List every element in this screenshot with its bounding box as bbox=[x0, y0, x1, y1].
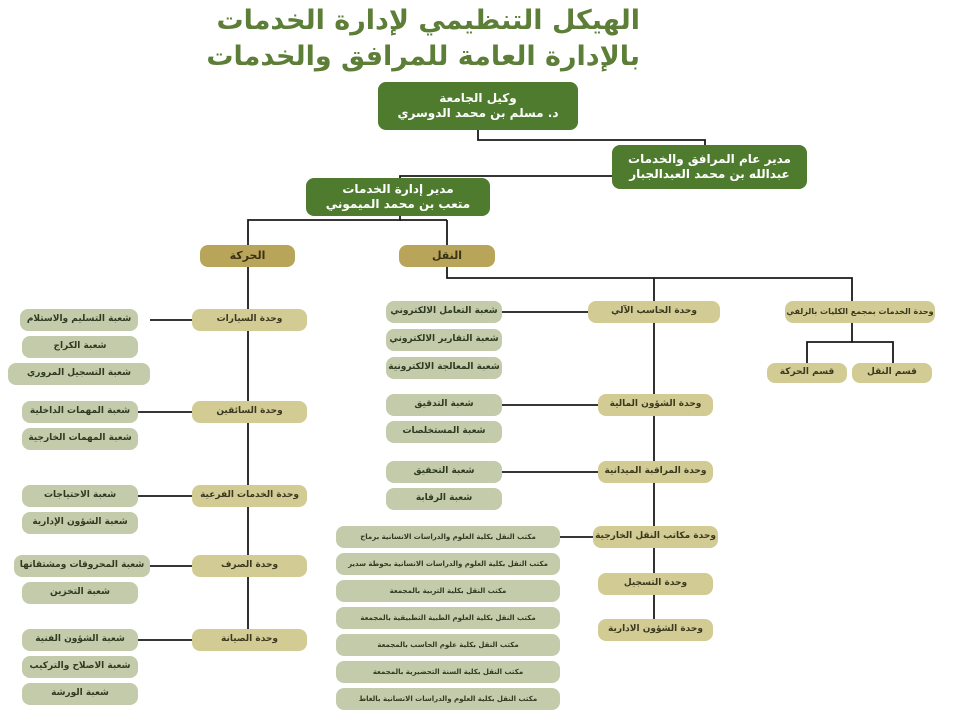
unit-zulfi-label: وحدة الخدمات بمجمع الكليات بالزلفي bbox=[786, 307, 934, 316]
branch-handover: شعبة التسليم والاستلام bbox=[20, 309, 138, 331]
page-title: الهيكل التنظيمي لإدارة الخدمات bbox=[216, 5, 640, 36]
general-manager-name: عبدالله بن محمد العبدالجبار bbox=[629, 167, 790, 181]
branch-storage: شعبة التخزين bbox=[22, 582, 138, 604]
office-rumah: مكتب النقل بكلية العلوم والدراسات الانسا… bbox=[336, 526, 560, 548]
branch-investigation: شعبة التحقيق bbox=[386, 461, 502, 483]
office-computer-science: مكتب النقل بكلية علوم الحاسب بالمجمعة bbox=[336, 634, 560, 656]
unit-cars: وحدة السيارات bbox=[192, 309, 307, 331]
vice-rector-name: د. مسلم بن محمد الدوسري bbox=[397, 106, 559, 120]
branch-internal-missions: شعبة المهمات الداخلية bbox=[22, 401, 138, 423]
page-subtitle: بالإدارة العامة للمرافق والخدمات bbox=[206, 41, 640, 72]
general-manager-box: مدير عام المرافق والخدمات عبدالله بن محم… bbox=[612, 145, 807, 189]
office-education: مكتب النقل بكلية التربية بالمجمعة bbox=[336, 580, 560, 602]
branch-garage: شعبة الكراج bbox=[22, 336, 138, 358]
transport-department-box: النقل bbox=[399, 245, 495, 267]
branch-workshop: شعبة الورشة bbox=[22, 683, 138, 705]
branch-audit: شعبة التدقيق bbox=[386, 394, 502, 416]
branch-e-reports: شعبة التقارير الالكتروني bbox=[386, 329, 502, 351]
services-manager-title: مدير إدارة الخدمات bbox=[342, 182, 454, 196]
unit-maintenance: وحدة الصيانة bbox=[192, 629, 307, 651]
office-preparatory: مكتب النقل بكلية السنة التحضيرية بالمجمع… bbox=[336, 661, 560, 683]
section-movement: قسم الحركة bbox=[767, 363, 847, 383]
office-hawtat-sudair: مكتب النقل بكلية العلوم والدراسات الانسا… bbox=[336, 553, 560, 575]
branch-control: شعبة الرقابة bbox=[386, 488, 502, 510]
general-manager-title: مدير عام المرافق والخدمات bbox=[628, 152, 791, 166]
unit-field-monitoring: وحدة المراقبة الميدانية bbox=[598, 461, 713, 483]
unit-registration: وحدة التسجيل bbox=[598, 573, 713, 595]
unit-disbursement: وحدة الصرف bbox=[192, 555, 307, 577]
vice-rector-box: وكيل الجامعة د. مسلم بن محمد الدوسري bbox=[378, 82, 578, 130]
unit-finance: وحدة الشؤون المالية bbox=[598, 394, 713, 416]
unit-zulfi-services: وحدة الخدمات بمجمع الكليات بالزلفي bbox=[785, 301, 935, 323]
section-transport: قسم النقل bbox=[852, 363, 932, 383]
branch-extracts: شعبة المستخلصات bbox=[386, 421, 502, 443]
branch-repair: شعبة الاصلاح والتركيب bbox=[22, 656, 138, 678]
office-ghat: مكتب النقل بكلية العلوم والدراسات الانسا… bbox=[336, 688, 560, 710]
unit-admin-affairs: وحدة الشؤون الادارية bbox=[598, 619, 713, 641]
branch-e-processing: شعبة المعالجة الالكترونية bbox=[386, 357, 502, 379]
branch-traffic-registration: شعبة التسجيل المروري bbox=[8, 363, 150, 385]
services-manager-box: مدير إدارة الخدمات متعب بن محمد الميموني bbox=[306, 178, 490, 216]
unit-computer: وحدة الحاسب الآلي bbox=[588, 301, 720, 323]
branch-needs: شعبة الاحتياجات bbox=[22, 485, 138, 507]
branch-technical: شعبة الشؤون الفنية bbox=[22, 629, 138, 651]
unit-external-offices: وحدة مكاتب النقل الخارجية bbox=[593, 526, 718, 548]
services-manager-name: متعب بن محمد الميموني bbox=[325, 197, 471, 211]
branch-fuel: شعبة المحروقات ومشتقاتها bbox=[14, 555, 150, 577]
unit-drivers: وحدة السائقين bbox=[192, 401, 307, 423]
office-medical: مكتب النقل بكلية العلوم الطبية التطبيقية… bbox=[336, 607, 560, 629]
branch-admin-affairs: شعبة الشؤون الإدارية bbox=[22, 512, 138, 534]
unit-sub-services: وحدة الخدمات الفرعية bbox=[192, 485, 307, 507]
vice-rector-title: وكيل الجامعة bbox=[439, 91, 517, 105]
branch-external-missions: شعبة المهمات الخارجية bbox=[22, 428, 138, 450]
branch-e-dealing: شعبة التعامل الالكتروني bbox=[386, 301, 502, 323]
movement-department-box: الحركة bbox=[200, 245, 295, 267]
